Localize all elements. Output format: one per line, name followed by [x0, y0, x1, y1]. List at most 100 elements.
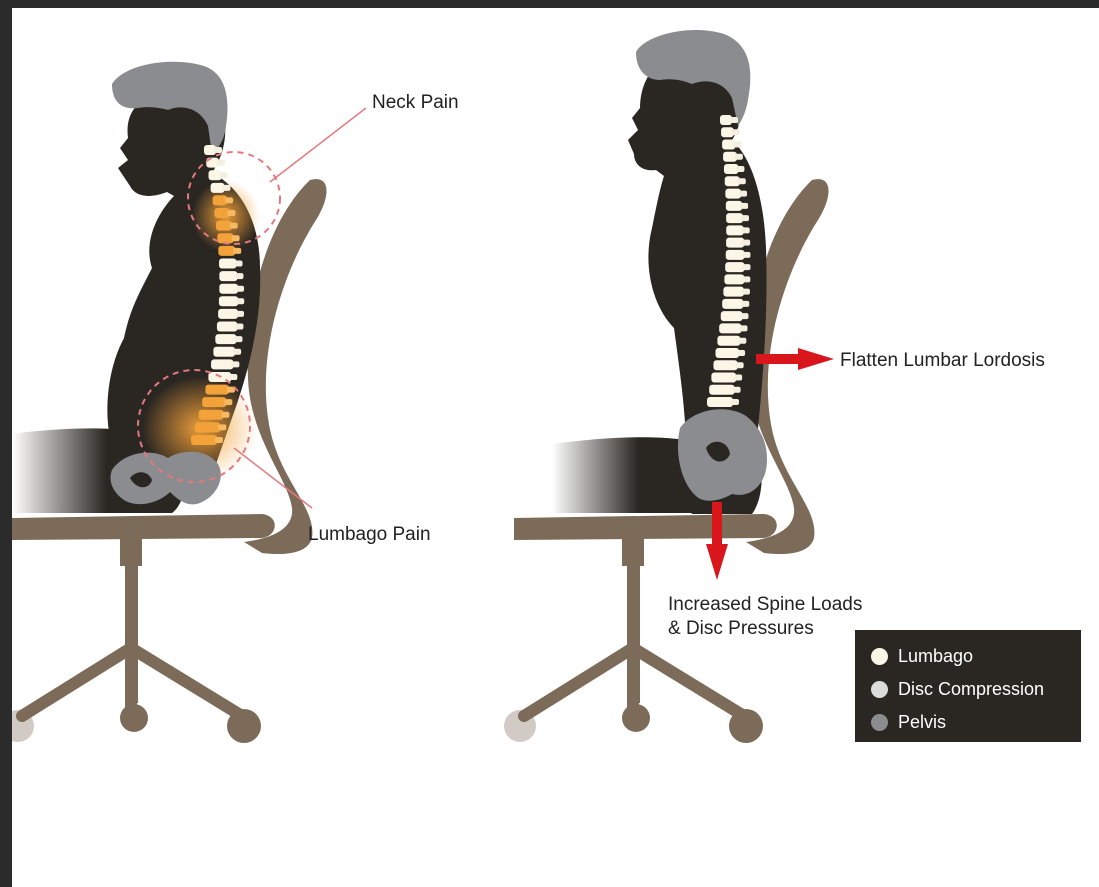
- vertebra-process: [736, 362, 744, 368]
- vertebra: [726, 250, 745, 260]
- chair-left-seat: [12, 514, 275, 540]
- vertebra-process: [227, 210, 235, 216]
- vertebra-process: [229, 374, 237, 380]
- chair-left-base: [12, 536, 261, 743]
- vertebra: [709, 385, 734, 395]
- vertebra-process: [742, 227, 750, 233]
- vertebra-process: [739, 191, 747, 197]
- vertebra-process: [236, 311, 244, 317]
- vertebra-process: [741, 301, 749, 307]
- lumbago-swatch-icon: [871, 648, 888, 665]
- vertebra: [719, 323, 741, 333]
- vertebra-process: [730, 117, 738, 123]
- vertebra-process: [215, 437, 223, 443]
- vertebra-process: [742, 252, 750, 258]
- flatten-lumbar-lordosis-label: Flatten Lumbar Lordosis: [840, 350, 1045, 371]
- vertebra: [216, 221, 232, 231]
- vertebra-process: [221, 412, 229, 418]
- neck-pain-leader: [270, 108, 366, 182]
- vertebra: [723, 287, 744, 297]
- vertebra: [725, 262, 744, 272]
- vertebra: [199, 410, 224, 420]
- vertebra: [725, 176, 740, 186]
- vertebra: [202, 397, 226, 407]
- legend: Lumbago Disc Compression Pelvis: [855, 630, 1081, 742]
- vertebra: [213, 347, 235, 357]
- vertebra-process: [214, 147, 222, 153]
- vertebra-process: [235, 273, 243, 279]
- vertebra: [707, 397, 733, 407]
- legend-item-lumbago: Lumbago: [871, 640, 1081, 673]
- vertebra: [218, 246, 235, 256]
- vertebra: [721, 311, 743, 321]
- vertebra-process: [235, 260, 243, 266]
- vertebra: [726, 238, 744, 248]
- vertebra-process: [738, 178, 746, 184]
- legend-label: Lumbago: [898, 646, 973, 667]
- vertebra-process: [733, 142, 741, 148]
- vertebra: [724, 164, 738, 174]
- disc-compression-swatch-icon: [871, 681, 888, 698]
- vertebra-process: [742, 264, 750, 270]
- vertebra: [713, 360, 737, 370]
- vertebra-process: [230, 223, 238, 229]
- vertebra: [217, 233, 233, 243]
- vertebra: [726, 225, 743, 235]
- vertebra: [722, 299, 743, 309]
- vertebra-process: [232, 235, 240, 241]
- spine-loads-label-line1: Increased Spine Loads: [668, 594, 862, 615]
- vertebra-process: [225, 197, 233, 203]
- vertebra-process: [736, 166, 744, 172]
- vertebra: [726, 201, 742, 211]
- spine-loads-label-line2: & Disc Pressures: [668, 618, 814, 639]
- vertebra: [195, 422, 220, 432]
- lumbago-pain-label: Lumbago Pain: [308, 524, 431, 545]
- vertebra-process: [735, 154, 743, 160]
- posture-illustration: Neck Pain Lumbago Pain: [12, 8, 1099, 887]
- vertebra-process: [220, 172, 228, 178]
- vertebra: [219, 271, 237, 281]
- vertebra-process: [231, 361, 239, 367]
- chair-right-seat: [514, 514, 777, 540]
- illustration-frame: Neck Pain Lumbago Pain: [12, 8, 1099, 887]
- vertebra-process: [740, 313, 748, 319]
- vertebra-process: [236, 286, 244, 292]
- vertebra: [711, 372, 736, 382]
- slouched-figure: Neck Pain Lumbago Pain: [12, 62, 459, 743]
- vertebra: [215, 334, 236, 344]
- vertebra: [217, 322, 238, 332]
- vertebra-process: [741, 215, 749, 221]
- vertebra: [724, 274, 744, 284]
- chair-right-base: [504, 536, 763, 743]
- vertebra-process: [742, 289, 750, 295]
- vertebra: [717, 336, 740, 346]
- vertebra-process: [233, 349, 241, 355]
- vertebra-process: [737, 350, 745, 356]
- vertebra: [214, 208, 229, 218]
- vertebra: [715, 348, 739, 358]
- vertebra: [213, 195, 227, 205]
- vertebra: [218, 309, 238, 319]
- legend-item-pelvis: Pelvis: [871, 706, 1081, 739]
- vertebra-process: [236, 298, 244, 304]
- vertebra-process: [233, 248, 241, 254]
- neck-pain-label: Neck Pain: [372, 92, 459, 113]
- legend-item-disc-compression: Disc Compression: [871, 673, 1081, 706]
- vertebra: [723, 152, 737, 162]
- vertebra: [219, 296, 238, 306]
- legend-label: Disc Compression: [898, 679, 1044, 700]
- vertebra-process: [235, 324, 243, 330]
- vertebra-process: [731, 399, 739, 405]
- vertebra: [205, 385, 229, 395]
- vertebra-process: [217, 160, 225, 166]
- pelvis-swatch-icon: [871, 714, 888, 731]
- vertebra: [219, 258, 236, 268]
- vertebra-process: [218, 424, 226, 430]
- vertebra-process: [224, 399, 232, 405]
- vertebra: [219, 284, 238, 294]
- vertebra: [725, 189, 741, 199]
- vertebra-process: [742, 276, 750, 282]
- vertebra: [191, 435, 217, 445]
- vertebra: [726, 213, 743, 223]
- vertebra-process: [740, 325, 748, 331]
